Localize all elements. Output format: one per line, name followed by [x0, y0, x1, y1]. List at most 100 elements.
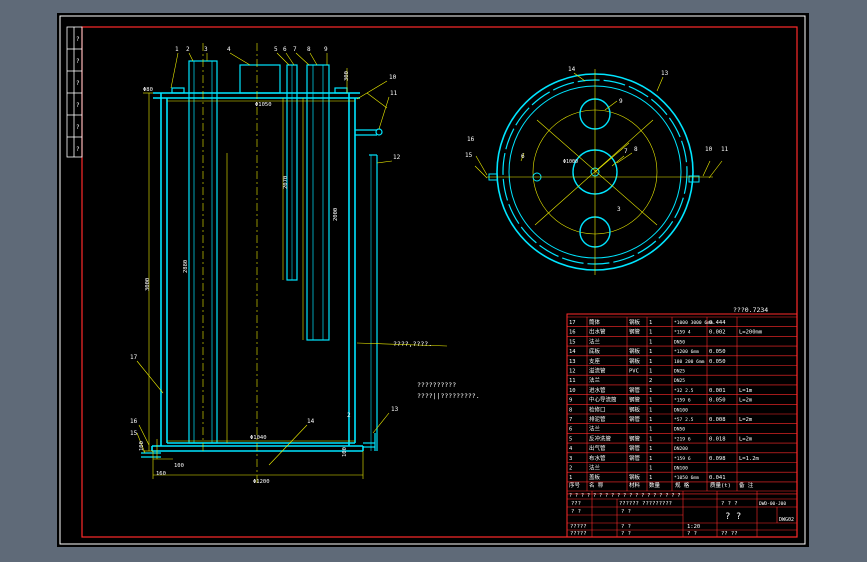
title-cell: 1:20 [687, 524, 700, 530]
bom-cell: DN200 [674, 446, 688, 452]
bom-cell: 1 [649, 456, 652, 462]
title-cell: DWD-00-J00 [759, 501, 786, 507]
bom-cell: 1 [649, 330, 652, 336]
part-number-label: 11 [390, 90, 398, 97]
bom-cell: 1 [649, 398, 652, 404]
bom-cell: 1 [649, 427, 652, 433]
part-number-label: 17 [130, 354, 138, 361]
bom-cell: 1 [649, 475, 652, 481]
bom-cell: 1 [569, 475, 572, 481]
bom-cell: 0.098 [709, 456, 726, 462]
part-number-label: 16 [467, 136, 475, 143]
bom-cell: 0.050 [709, 349, 726, 355]
ratio-label: ???0.7234 [733, 306, 768, 314]
part-number-label: 14 [307, 418, 315, 425]
bom-cell: *159 4 [674, 330, 691, 336]
bom-cell: L=1m [739, 388, 753, 394]
bom-cell: *1000 3000 6mm [674, 320, 713, 326]
title-block [567, 490, 797, 537]
bom-cell: 2 [649, 378, 652, 384]
dim-label: Φ1050 [255, 102, 272, 108]
bom-cell: 法兰 [589, 337, 601, 345]
bom-cell: 11 [569, 378, 576, 384]
bom-cell: 钢管 [629, 444, 641, 452]
bom-cell: DN50 [674, 427, 685, 433]
title-cell: ? ? ? ? ? ? ? ? ? ? ? ? ? ? ? ? ? ? ? [569, 493, 680, 499]
dim-label: Φ1040 [250, 435, 267, 441]
bom-cell: 底板 [589, 347, 601, 355]
bom-cell: 1 [649, 388, 652, 394]
bom-cell: 进水管 [589, 386, 606, 394]
bom-cell: 反冲洗管 [589, 434, 612, 442]
plan-numbers: 14 13 9 8 7 6 3 16 15 10 11 Φ1000 [465, 66, 729, 213]
part-number-label: 15 [465, 152, 473, 159]
drawing-border [81, 26, 798, 538]
bom-cell: L=1.2m [739, 456, 760, 462]
bom-cell: DN25 [674, 378, 685, 384]
part-number-label: 3 [617, 206, 621, 213]
part-number-label: 12 [393, 154, 401, 161]
bom-cell: 1 [649, 320, 652, 326]
bom-header-cell: 材料 [629, 481, 641, 489]
dim-label: 3000 [145, 278, 151, 291]
bom-cell: 0.050 [709, 359, 726, 365]
title-cell: ?? ?? [721, 531, 738, 537]
bom-cell: 1 [649, 407, 652, 413]
bom-cell: 钢板 [629, 473, 641, 481]
strip-label: ? [76, 80, 80, 87]
bom-header-cell: 质量(t) [710, 481, 731, 489]
bom-cell: 12 [569, 369, 576, 375]
title-cell: ?????? ????????? [619, 501, 672, 507]
bom-cell: 1 [649, 417, 652, 423]
bom-cell: DN25 [674, 369, 685, 375]
bom-cell: 180 200 6mm [674, 359, 705, 365]
dim-label: 2880 [183, 260, 189, 273]
bom-cell: 检修口 [589, 405, 606, 413]
bom-cell: 钢管 [629, 328, 641, 336]
front-part-numbers: 1 2 3 4 5 6 7 8 9 10 11 12 17 16 15 14 1… [130, 46, 401, 437]
bom-cell: 1 [649, 339, 652, 345]
part-number-label: 1 [175, 46, 179, 53]
bom-cell: 钢管 [629, 434, 641, 442]
bom-cell: L=200mm [739, 330, 763, 336]
bom-cell: 钢管 [629, 454, 641, 462]
bom-cell: 0.444 [709, 320, 726, 326]
part-number-label: 7 [624, 148, 628, 155]
bom-cell: 出水管 [589, 328, 606, 336]
part-number-label: 13 [661, 70, 669, 77]
dim-label: 100 [139, 441, 145, 451]
bom-cell: 布水管 [589, 454, 606, 462]
strip-label: ? [76, 36, 80, 43]
title-cell: ? ? [687, 531, 697, 537]
side-strip-labels: ? ? ? ? ? ? [76, 36, 80, 153]
bom-cell: *1050 6mm [674, 475, 699, 481]
plan-view: 14 13 9 8 7 6 3 16 15 10 11 Φ1000 ???0.7… [465, 66, 768, 314]
bom-cell: 0.008 [709, 417, 726, 423]
bom-cell: 0.018 [709, 436, 726, 442]
bom-cell: 中心导流筒 [589, 396, 617, 404]
bom-cell: L=2m [739, 417, 753, 423]
bom-cell: 4 [569, 446, 573, 452]
bom-cell: 钢管 [629, 386, 641, 394]
bom-cell: DN50 [674, 339, 685, 345]
bom-cell: 1 [649, 369, 652, 375]
bom-cell: 钢管 [629, 396, 641, 404]
bom-cell: 6 [569, 427, 572, 433]
bom-cell: *219 6 [674, 436, 691, 442]
cad-viewport[interactable]: ? ? ? ? ? ? [57, 13, 809, 547]
bom-cell: *159 6 [674, 398, 691, 404]
strip-label: ? [76, 58, 80, 65]
bom-cell: 钢管 [629, 415, 641, 423]
dim-label: 2070 [283, 176, 289, 189]
dim-label: Φ80 [143, 87, 153, 93]
front-dimensions [136, 43, 448, 483]
bom-cell: *57 2.5 [674, 417, 694, 423]
part-number-label: 9 [619, 98, 623, 105]
dim-label: Φ1000 [563, 159, 578, 165]
bom-cell: 0.002 [709, 330, 726, 336]
part-number-label: 5 [274, 46, 278, 53]
part-number-label: 16 [130, 418, 138, 425]
bom-cell: 钢板 [629, 405, 641, 413]
strip-label: ? [76, 102, 80, 109]
